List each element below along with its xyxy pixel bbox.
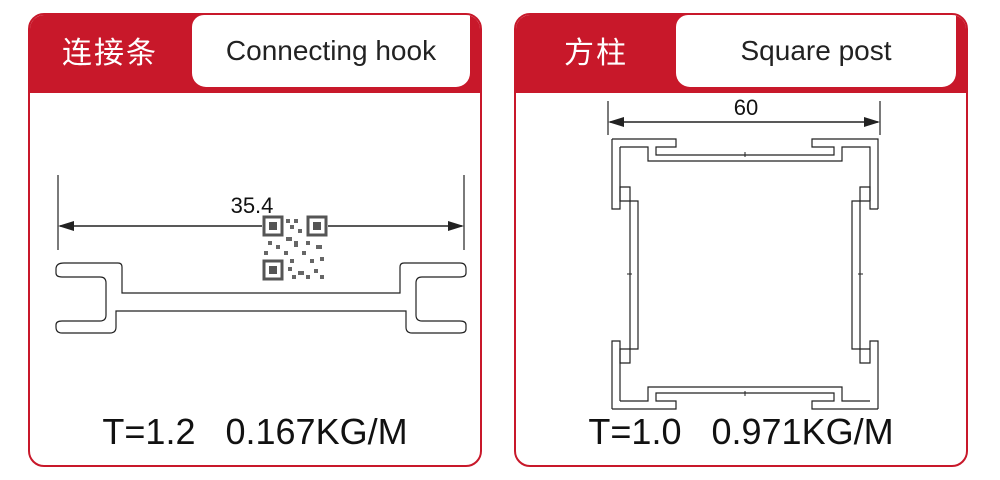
title-english: Square post [676, 15, 956, 87]
product-card-connecting-hook: 连接条 Connecting hook 35.4 [28, 13, 482, 467]
title-chinese: 连接条 [62, 36, 158, 71]
dimension-label: 60 [734, 95, 758, 120]
weight-value: 0.167KG/M [225, 411, 408, 452]
spec-line: T=1.0 0.971KG/M [516, 411, 966, 453]
connecting-hook-profile-drawing: 35.4 [55, 175, 467, 334]
thickness-value: T=1.0 [588, 411, 682, 452]
product-card-square-post: 方柱 Square post 60 T [514, 13, 968, 467]
thickness-value: T=1.2 [102, 411, 196, 452]
square-post-profile-drawing: 60 [607, 95, 881, 410]
title-chinese: 方柱 [564, 36, 628, 71]
card-header: 方柱 Square post [516, 15, 966, 93]
spec-line: T=1.2 0.167KG/M [30, 411, 480, 453]
weight-value: 0.971KG/M [711, 411, 894, 452]
qr-code-icon [262, 215, 328, 281]
dimension-label: 35.4 [231, 193, 274, 218]
card-header: 连接条 Connecting hook [30, 15, 480, 93]
title-english: Connecting hook [192, 15, 470, 87]
